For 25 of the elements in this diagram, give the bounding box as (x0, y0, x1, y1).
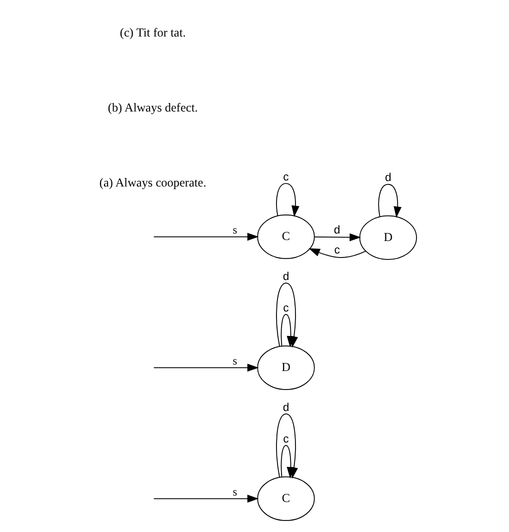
label: (a) Always cooperate. (98, 176, 206, 190)
arrow (152, 494, 258, 503)
edge-label: d (333, 224, 340, 237)
edge-label: d (282, 270, 289, 283)
edge-label: c (282, 302, 288, 314)
edge-label: s (232, 224, 237, 237)
label: (b) Always defect. (107, 100, 198, 115)
edge-label: c (334, 244, 340, 257)
arrow (152, 364, 258, 372)
node-ellipse: D (256, 345, 314, 390)
label: (c) Tit for tat. (119, 26, 186, 40)
edge-label: c (282, 171, 288, 184)
node-ellipse: C (256, 476, 314, 521)
arrow (276, 183, 299, 218)
edge-label: d (384, 172, 391, 184)
edge-label: s (232, 486, 237, 499)
edge-label: s (232, 356, 237, 368)
node-ellipse: C (256, 214, 314, 260)
arrow (152, 232, 258, 241)
arrow (308, 248, 366, 258)
node-ellipse: D (358, 215, 416, 260)
edge-label: c (282, 433, 288, 446)
edge-label: d (282, 402, 289, 414)
arrow (378, 184, 402, 218)
arrow (314, 233, 360, 242)
